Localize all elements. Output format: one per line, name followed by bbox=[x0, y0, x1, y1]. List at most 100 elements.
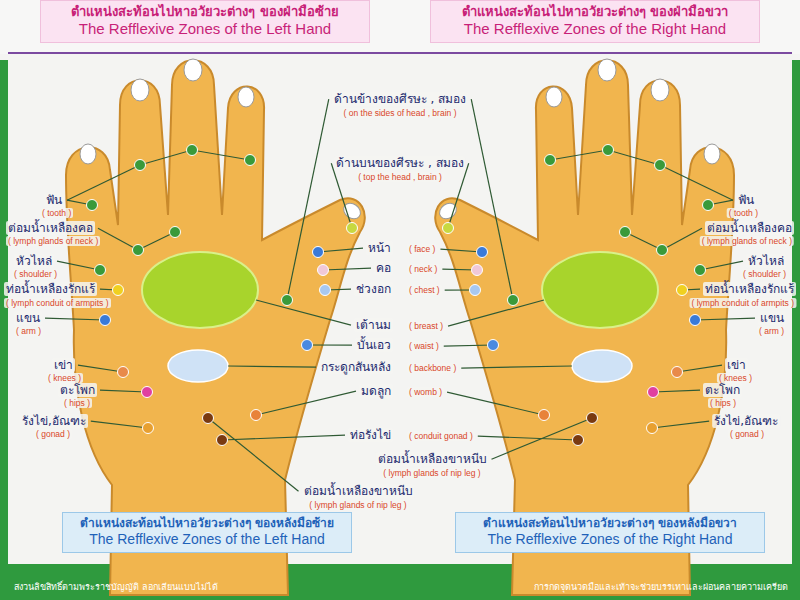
reflex-point bbox=[695, 265, 706, 276]
thai-label: ท่อน้ำเหลืองรักแร้ bbox=[703, 282, 796, 296]
thai-label: ตะโพก bbox=[703, 383, 742, 397]
leader-line bbox=[444, 345, 493, 346]
title-thai: ตำแหน่งสะท้อนไปหาอวัยวะต่างๆ ของฝ่ามือซ้… bbox=[53, 4, 357, 20]
thai-label: เข่า bbox=[725, 358, 748, 372]
leader-line bbox=[98, 228, 138, 250]
english-label: ( arm ) bbox=[14, 326, 43, 336]
leader-line bbox=[287, 99, 329, 300]
leader-line bbox=[138, 232, 175, 250]
leader-line bbox=[677, 365, 722, 372]
green-border bbox=[0, 60, 8, 600]
english-label: ( hips ) bbox=[708, 398, 738, 408]
thai-label: เต้านม bbox=[354, 318, 393, 332]
thai-label: ท่อน้ำเหลืองรักแร้ bbox=[4, 282, 97, 296]
thai-label: ท่อรังไข่ bbox=[348, 428, 393, 442]
divider-line bbox=[8, 52, 792, 54]
leader-line bbox=[461, 366, 572, 368]
thai-label: ตะโพก bbox=[58, 383, 97, 397]
leader-line bbox=[660, 165, 733, 200]
leader-line bbox=[662, 228, 702, 250]
reflex-point bbox=[100, 315, 111, 326]
thai-label: รังไข่,อัณฑะ bbox=[20, 414, 88, 428]
leader-line bbox=[700, 261, 743, 270]
title-english: The Refflexive Zones of the Left Hand bbox=[75, 531, 339, 549]
leader-line bbox=[695, 318, 755, 320]
leader-line bbox=[492, 418, 593, 459]
reflex-point bbox=[143, 423, 154, 434]
english-label: ( waist ) bbox=[407, 341, 441, 351]
thai-label: ช่วงอก bbox=[354, 282, 393, 296]
reflex-point bbox=[302, 340, 313, 351]
thai-label: ต่อมน้ำเหลืองคอ bbox=[6, 221, 95, 235]
leader-line bbox=[100, 390, 147, 392]
leader-line bbox=[228, 366, 316, 367]
leader-line bbox=[67, 165, 140, 200]
english-label: ( lymph glands of nip leg ) bbox=[381, 468, 482, 478]
english-label: ( gonad ) bbox=[728, 429, 766, 439]
thai-label: หน้า bbox=[366, 241, 393, 255]
english-label: ( breast ) bbox=[407, 321, 445, 331]
leader-line bbox=[208, 418, 299, 491]
reflex-point bbox=[113, 285, 124, 296]
reflex-point bbox=[470, 285, 481, 296]
title-thai: ตำแหน่งสะท้อนไปหาอวัยวะต่างๆ ของหลังมือซ… bbox=[75, 516, 339, 531]
reflex-point bbox=[677, 285, 688, 296]
reflex-point bbox=[477, 247, 488, 258]
title-english: The Refflexive Zones of the Right Hand bbox=[468, 531, 752, 549]
reflex-point bbox=[142, 387, 153, 398]
title-box: ตำแหน่งสะท้อนไปหาอวัยวะต่างๆ ของหลังมือซ… bbox=[62, 512, 352, 553]
reflex-point bbox=[657, 245, 668, 256]
title-english: The Refflexive Zones of the Left Hand bbox=[53, 20, 357, 39]
thai-label: เข่า bbox=[52, 358, 75, 372]
english-label: ( lymph glands of nip leg ) bbox=[307, 500, 408, 510]
reflex-point bbox=[251, 410, 262, 421]
reflex-point bbox=[488, 340, 499, 351]
english-label: ( on the sides of head , brain ) bbox=[342, 108, 459, 118]
english-label: ( lymph conduit of armpits ) bbox=[4, 298, 111, 308]
reflex-point bbox=[573, 435, 584, 446]
reflex-point bbox=[672, 367, 683, 378]
reflex-point bbox=[545, 155, 556, 166]
thai-label: ต่อมน้ำเหลืองขาหนีบ bbox=[376, 452, 489, 466]
english-label: ( tooth ) bbox=[727, 208, 760, 218]
leader-line bbox=[448, 163, 469, 228]
reflex-point bbox=[648, 387, 659, 398]
reflex-point bbox=[347, 223, 358, 234]
title-box: ตำแหน่งสะท้อนไปหาอวัยวะต่างๆ ของฝ่ามือขว… bbox=[430, 0, 760, 43]
leader-line bbox=[45, 318, 105, 320]
title-box: ตำแหน่งสะท้อนไปหาอวัยวะต่างๆ ของหลังมือข… bbox=[455, 512, 765, 553]
leader-line bbox=[331, 163, 352, 228]
reflex-point bbox=[118, 367, 129, 378]
leader-line bbox=[323, 268, 371, 270]
english-label: ( face ) bbox=[407, 244, 437, 254]
leader-line bbox=[471, 99, 513, 300]
english-label: ( shoulder ) bbox=[12, 269, 59, 279]
english-label: ( lymph conduit of armpits ) bbox=[689, 298, 796, 308]
thai-label: หัวไหล่ bbox=[746, 254, 786, 268]
thai-label: มดลูก bbox=[359, 384, 393, 398]
reflex-point bbox=[320, 285, 331, 296]
english-label: ( backbone ) bbox=[407, 363, 458, 373]
leader-line bbox=[478, 436, 578, 440]
leader-line bbox=[256, 300, 351, 325]
reflex-point bbox=[203, 413, 214, 424]
english-label: ( lymph glands of neck ) bbox=[6, 236, 100, 246]
leader-line bbox=[57, 261, 100, 270]
top-band bbox=[0, 0, 800, 54]
thai-label: หัวไหล่ bbox=[14, 254, 54, 268]
reflex-point bbox=[539, 410, 550, 421]
reflex-point bbox=[135, 160, 146, 171]
english-label: ( chest ) bbox=[407, 285, 442, 295]
english-label: ( knees ) bbox=[46, 373, 83, 383]
english-label: ( top the head , brain ) bbox=[356, 172, 444, 182]
leader-line bbox=[307, 344, 352, 345]
reflex-point bbox=[655, 160, 666, 171]
thai-label: บั้นเอว bbox=[355, 338, 393, 352]
leader-line bbox=[440, 249, 482, 252]
english-label: ( gonad ) bbox=[34, 429, 72, 439]
reflex-point bbox=[282, 295, 293, 306]
reflex-point bbox=[133, 245, 144, 256]
title-box: ตำแหน่งสะท้อนไปหาอวัยวะต่างๆ ของฝ่ามือซ้… bbox=[40, 0, 370, 43]
english-label: ( shoulder ) bbox=[741, 269, 788, 279]
